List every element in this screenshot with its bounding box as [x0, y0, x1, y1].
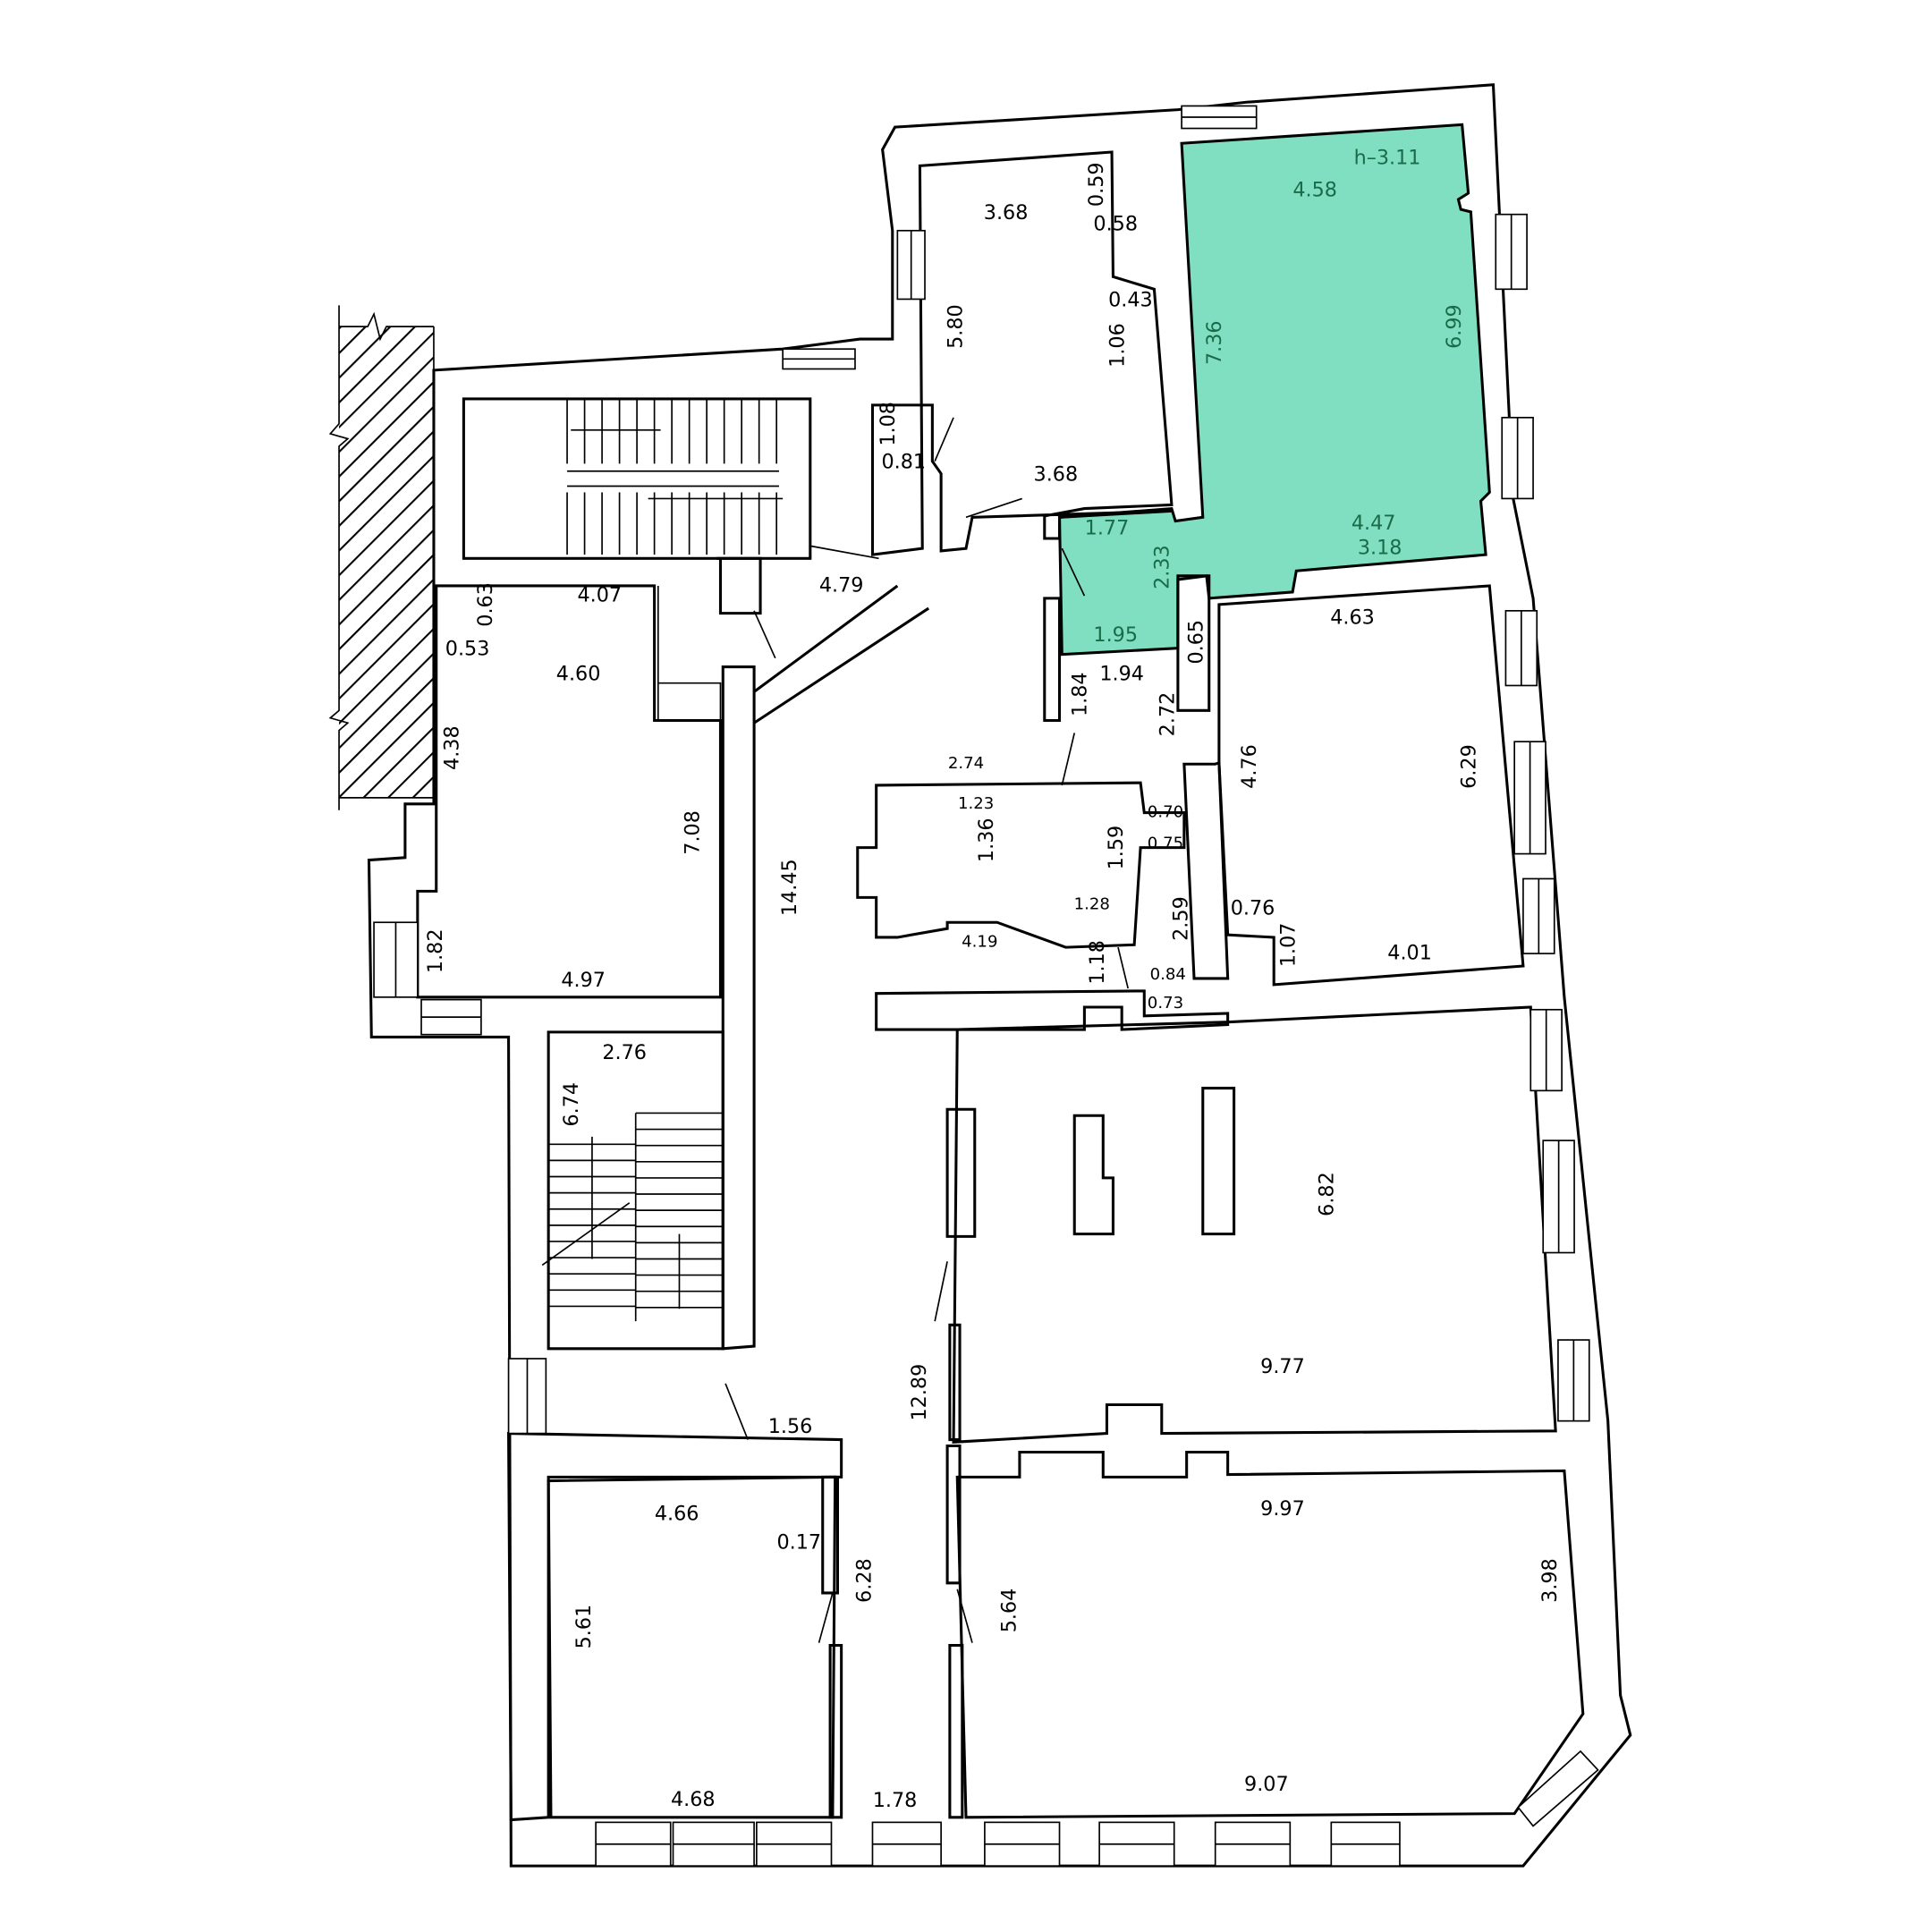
- dimension-label: 9.07: [1244, 1773, 1289, 1796]
- dimension-label: 0.59: [1085, 162, 1108, 207]
- dimension-label: 0.76: [1231, 896, 1275, 919]
- dimension-label: 2.59: [1170, 896, 1193, 941]
- highlighted-room-dimension: 3.18: [1358, 537, 1402, 560]
- dimension-label: 4.38: [440, 725, 463, 770]
- toilet-block: [856, 781, 1186, 949]
- dimension-label: 1.28: [1074, 895, 1110, 914]
- highlighted-room-dimension: 4.58: [1292, 179, 1337, 202]
- dimension-label: 1.82: [424, 928, 447, 973]
- dimension-label: 1.08: [877, 402, 900, 446]
- highlighted-room-dimension: 1.77: [1085, 516, 1130, 539]
- dimension-label: 4.97: [561, 969, 606, 992]
- room-north: [870, 150, 1174, 556]
- room-hall-east: [952, 1005, 1557, 1444]
- dimension-label: 0.84: [1150, 965, 1186, 984]
- dimension-label: 14.45: [778, 859, 801, 916]
- dimension-label: 1.18: [1086, 940, 1109, 985]
- dimension-label: 9.97: [1260, 1497, 1305, 1521]
- dimension-label: 6.74: [560, 1082, 583, 1127]
- dimension-label: 2.74: [948, 754, 984, 773]
- dimension-label: 0.70: [1148, 803, 1183, 822]
- dimension-label: 1.06: [1106, 323, 1130, 368]
- dimension-label: 4.01: [1387, 942, 1432, 965]
- dimension-label: 6.28: [853, 1558, 877, 1603]
- dimension-label: 1.07: [1276, 922, 1300, 967]
- dimension-label: 3.98: [1538, 1558, 1562, 1603]
- dimension-label: 0.53: [445, 638, 490, 661]
- dimension-label: 5.64: [997, 1589, 1021, 1633]
- dimension-label: 3.68: [1034, 462, 1079, 486]
- dimension-label: 1.36: [975, 818, 998, 862]
- dimension-label: 1.59: [1105, 826, 1128, 870]
- dimension-labels: h–3.11 4.58 7.36 6.99 4.473.18 1.77 2.33 1.95 3.…: [424, 146, 1562, 1812]
- dimension-label: 1.78: [873, 1789, 918, 1812]
- highlighted-room-dimension: 6.99: [1443, 304, 1466, 349]
- dimension-label: 2.76: [602, 1041, 647, 1064]
- staircase-south: [541, 1112, 724, 1322]
- dimension-label: 3.68: [984, 201, 1029, 225]
- dimension-label: 5.80: [944, 304, 967, 349]
- dimension-label: 9.77: [1260, 1355, 1305, 1378]
- dimension-label: 7.08: [681, 810, 704, 855]
- dimension-label: 0.73: [1148, 994, 1183, 1013]
- highlighted-room-dimension: 2.33: [1151, 545, 1174, 589]
- dimension-label: 0.63: [474, 582, 497, 627]
- dimension-label: 4.60: [556, 662, 601, 685]
- dimension-label: 4.66: [655, 1503, 699, 1526]
- dimension-label: 0.81: [882, 451, 927, 474]
- dimension-label: 0.58: [1093, 212, 1138, 235]
- dimension-label: 1.84: [1069, 672, 1092, 716]
- dimension-label: 5.61: [572, 1605, 596, 1649]
- dimension-label: 2.72: [1156, 692, 1179, 737]
- dimension-label: 12.89: [908, 1364, 931, 1421]
- dimension-label: 0.65: [1184, 620, 1208, 665]
- dimension-label: 6.82: [1316, 1172, 1339, 1216]
- dimension-label: 0.43: [1108, 288, 1153, 311]
- highlighted-room-dimension: 4.47: [1352, 512, 1396, 535]
- highlighted-room-dimension: 7.36: [1203, 320, 1226, 365]
- dimension-label: 6.29: [1457, 744, 1480, 789]
- dimension-label: 4.79: [819, 573, 864, 597]
- room-southeast: [955, 1450, 1585, 1819]
- highlighted-room-dimension: 1.95: [1093, 623, 1138, 647]
- adjacent-wall-hatch: [328, 305, 435, 810]
- ceiling-height-label: h–3.11: [1354, 146, 1421, 169]
- dimension-label: 4.19: [962, 933, 997, 952]
- dimension-label: 0.75: [1148, 834, 1183, 852]
- room-west: [416, 584, 723, 999]
- dimension-label: 1.56: [768, 1415, 813, 1438]
- interior-walls: [507, 417, 1236, 1822]
- dimension-label: 1.94: [1099, 662, 1144, 685]
- windows: [373, 105, 1599, 1867]
- dimension-label: 0.17: [776, 1531, 821, 1555]
- dimension-label: 1.23: [958, 794, 994, 813]
- dimension-label: 4.07: [577, 584, 622, 607]
- dimension-label: 4.63: [1330, 606, 1375, 630]
- dimension-label: 4.68: [671, 1788, 716, 1811]
- dimension-label: 4.76: [1238, 744, 1261, 789]
- staircase-north: [462, 397, 812, 560]
